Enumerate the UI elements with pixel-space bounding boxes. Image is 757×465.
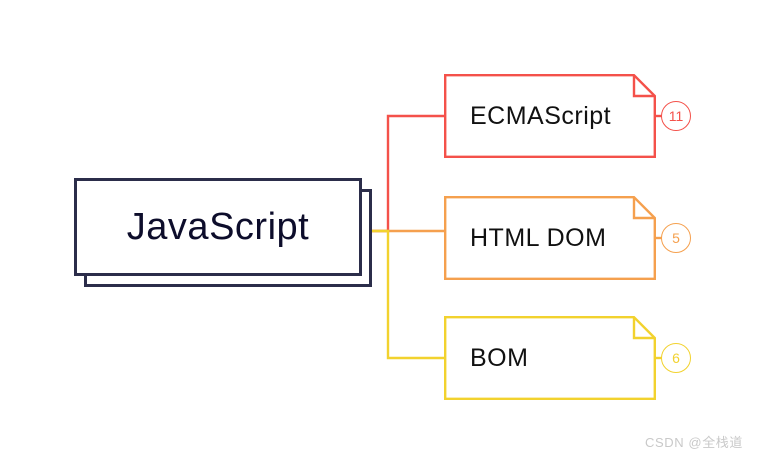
badge-ecmascript: 11 [661,101,691,131]
badge-value: 11 [668,108,684,124]
note-shape-bom [444,316,656,400]
note-shape-html-dom [444,196,656,280]
branch-node-label: BOM [470,343,529,372]
branch-node-label: HTML DOM [470,223,607,252]
connector-ecmascript [363,114,444,233]
connector-bom [363,229,444,360]
branch-node-label: ECMAScript [470,101,612,130]
badge-value: 5 [672,230,680,246]
branch-node-ecmascript[interactable]: ECMAScript [444,74,656,158]
root-node-label: JavaScript [126,206,310,248]
root-node-javascript[interactable]: JavaScript [74,178,362,276]
badge-html-dom: 5 [661,223,691,253]
badge-bom: 6 [661,343,691,373]
watermark-text: CSDN @全栈道 [644,435,743,450]
note-shape-ecmascript [444,74,656,158]
branch-node-bom[interactable]: BOM [444,316,656,400]
badge-value: 6 [672,350,680,366]
branch-node-html-dom[interactable]: HTML DOM [444,196,656,280]
